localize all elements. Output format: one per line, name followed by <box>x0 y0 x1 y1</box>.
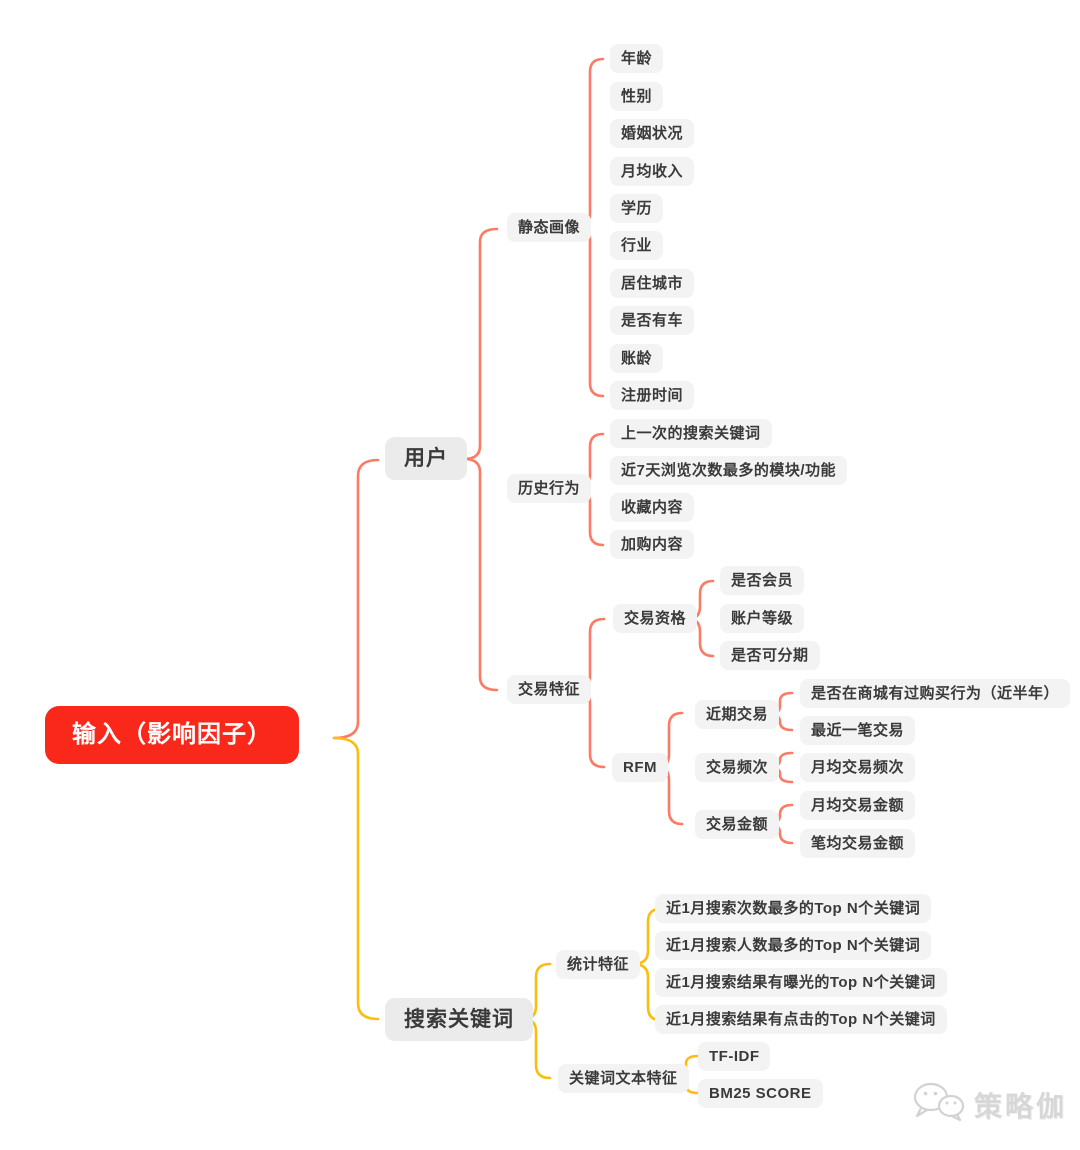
node-recent-trade[interactable]: 近期交易 <box>695 700 780 729</box>
node-search-keywords[interactable]: 搜索关键词 <box>385 998 533 1041</box>
node-residence-city[interactable]: 居住城市 <box>610 269 695 298</box>
node-has-car[interactable]: 是否有车 <box>610 306 695 335</box>
node-monthly-trade-amount[interactable]: 月均交易金额 <box>800 791 916 820</box>
node-bm25[interactable]: BM25 SCORE <box>698 1079 823 1108</box>
node-register-time[interactable]: 注册时间 <box>610 381 695 410</box>
node-trade-feature[interactable]: 交易特征 <box>507 675 592 704</box>
node-cart-adds[interactable]: 加购内容 <box>610 530 695 559</box>
node-last-trade[interactable]: 最近一笔交易 <box>800 716 916 745</box>
watermark-text: 策略伽 <box>974 1090 1068 1122</box>
node-trade-amount[interactable]: 交易金额 <box>695 810 780 839</box>
node-age[interactable]: 年龄 <box>610 44 664 73</box>
node-top-click[interactable]: 近1月搜索结果有点击的Top N个关键词 <box>655 1005 947 1034</box>
node-static-profile[interactable]: 静态画像 <box>507 213 592 242</box>
node-monthly-trade-frequency[interactable]: 月均交易频次 <box>800 753 916 782</box>
node-education[interactable]: 学历 <box>610 194 664 223</box>
brace-connector <box>332 458 380 740</box>
node-industry[interactable]: 行业 <box>610 231 664 260</box>
node-top-exposure[interactable]: 近1月搜索结果有曝光的Top N个关键词 <box>655 968 947 997</box>
node-marital-status[interactable]: 婚姻状况 <box>610 119 695 148</box>
node-keyword-text-feature[interactable]: 关键词文本特征 <box>558 1064 689 1093</box>
watermark: 策略伽 <box>910 1080 1067 1129</box>
node-tfidf[interactable]: TF-IDF <box>698 1042 771 1071</box>
node-installment[interactable]: 是否可分期 <box>720 641 820 670</box>
node-monthly-income[interactable]: 月均收入 <box>610 157 695 186</box>
brace-connector <box>462 227 499 692</box>
node-top-module-7d[interactable]: 近7天浏览次数最多的模块/功能 <box>610 456 848 485</box>
node-stats-feature[interactable]: 统计特征 <box>556 950 641 979</box>
node-is-member[interactable]: 是否会员 <box>720 566 805 595</box>
node-user[interactable]: 用户 <box>385 437 467 480</box>
node-per-trade-amount[interactable]: 笔均交易金额 <box>800 829 916 858</box>
wechat-icon <box>910 1080 966 1129</box>
node-favorites[interactable]: 收藏内容 <box>610 493 695 522</box>
node-top-search-count[interactable]: 近1月搜索次数最多的Top N个关键词 <box>655 894 932 923</box>
node-trade-frequency[interactable]: 交易频次 <box>695 753 780 782</box>
node-history-behavior[interactable]: 历史行为 <box>507 474 592 503</box>
node-trade-qualification[interactable]: 交易资格 <box>613 604 698 633</box>
node-account-level[interactable]: 账户等级 <box>720 604 805 633</box>
node-last-search-keyword[interactable]: 上一次的搜索关键词 <box>610 419 772 448</box>
node-account-age[interactable]: 账龄 <box>610 344 664 373</box>
node-gender[interactable]: 性别 <box>610 82 664 111</box>
node-mall-purchase-halfyear[interactable]: 是否在商城有过购买行为（近半年） <box>800 679 1071 708</box>
node-root[interactable]: 输入（影响因子） <box>45 706 299 764</box>
node-top-search-users[interactable]: 近1月搜索人数最多的Top N个关键词 <box>655 931 932 960</box>
brace-connector <box>332 736 380 1021</box>
node-rfm[interactable]: RFM <box>612 753 668 782</box>
